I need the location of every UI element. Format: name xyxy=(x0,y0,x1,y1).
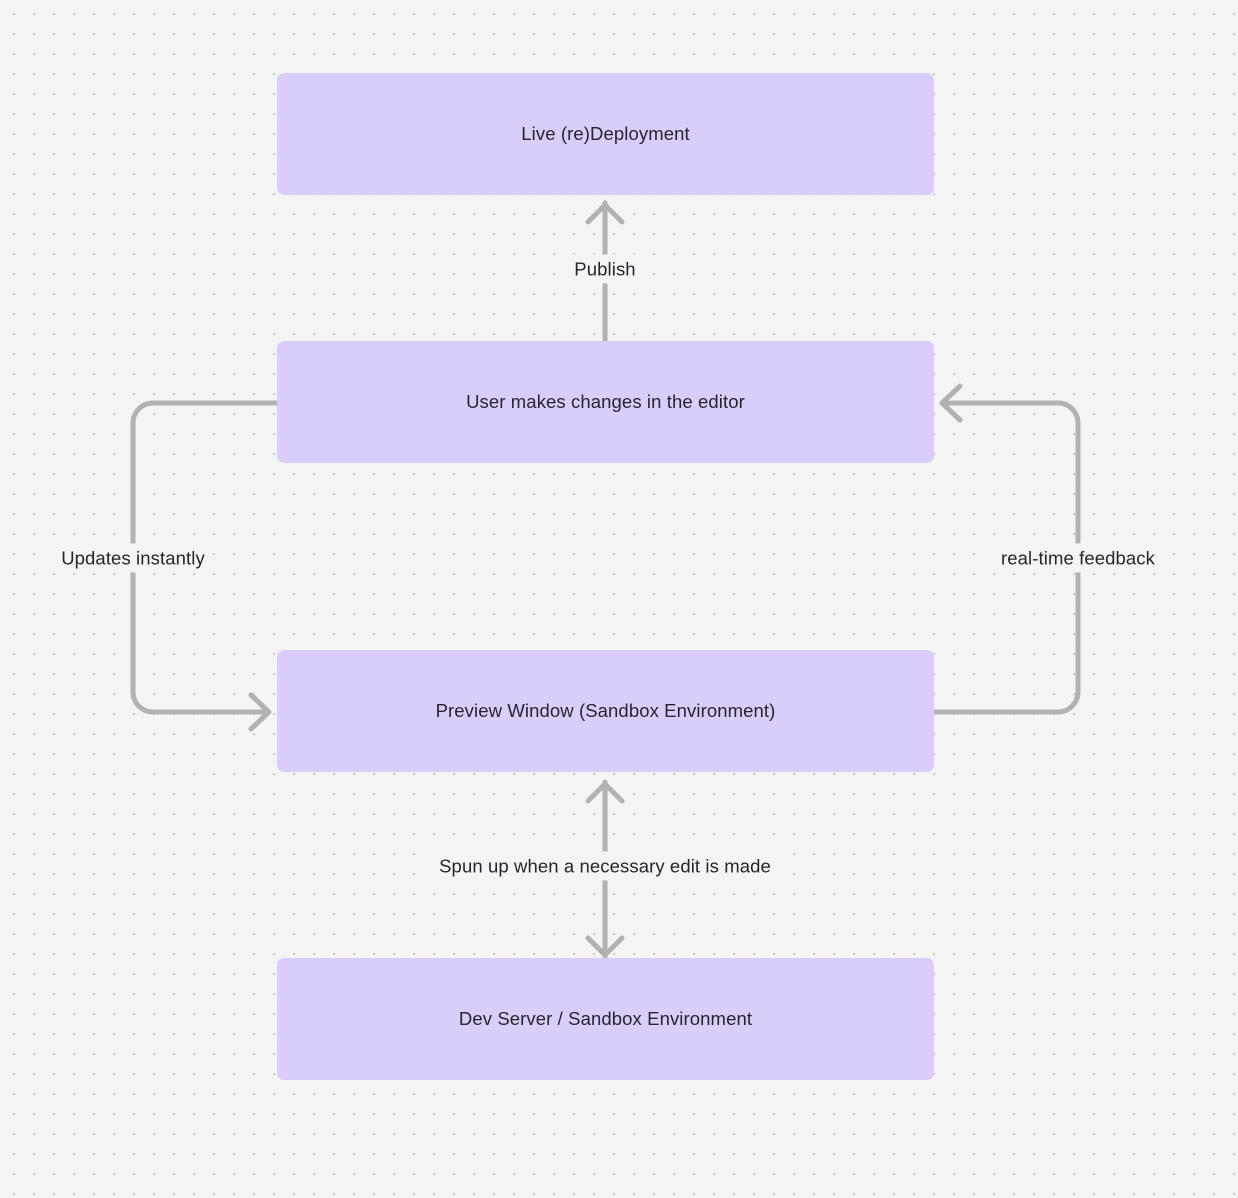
node-live-deployment[interactable]: Live (re)Deployment xyxy=(277,73,934,195)
node-label: Live (re)Deployment xyxy=(521,122,690,144)
node-label: Preview Window (Sandbox Environment) xyxy=(435,699,776,721)
edge-label-publish: Publish xyxy=(566,254,644,284)
node-label: Dev Server / Sandbox Environment xyxy=(458,1007,753,1029)
edge-label-updates-instantly: Updates instantly xyxy=(53,543,213,573)
edge-label-spun-up: Spun up when a necessary edit is made xyxy=(431,851,779,881)
node-dev-server[interactable]: Dev Server / Sandbox Environment xyxy=(277,958,934,1080)
node-user-edits[interactable]: User makes changes in the editor xyxy=(277,341,934,463)
node-label: User makes changes in the editor xyxy=(466,390,745,412)
edge-label-real-time-feedback: real-time feedback xyxy=(993,543,1163,573)
node-preview-window[interactable]: Preview Window (Sandbox Environment) xyxy=(277,650,934,772)
